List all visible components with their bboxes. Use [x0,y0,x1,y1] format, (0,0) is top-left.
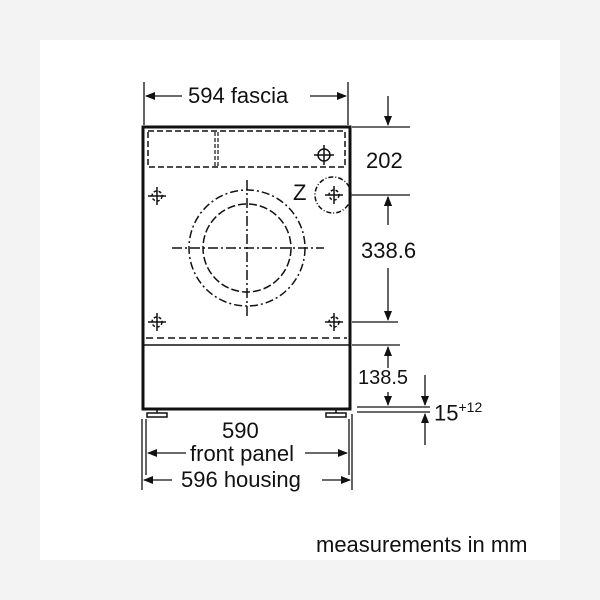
fascia-height-label: 202 [366,148,403,173]
front-panel-label: front panel [190,441,294,466]
hole-bottom-left [148,313,166,331]
drum-outline [172,180,324,316]
feet [146,409,347,418]
hole-top-left [148,187,166,205]
units-note: measurements in mm [316,532,528,557]
hole-fascia [314,145,334,165]
foot-clearance-label: 15+12 [434,400,482,424]
base-height-label: 138.5 [358,367,409,389]
hole-spacing-label: 338.6 [361,238,417,263]
z-detail-label: Z [293,180,307,205]
foot-clearance-value: 15 [434,400,459,426]
housing-width-label: 596 housing [181,467,301,492]
hole-top-right-z [314,176,352,214]
front-panel-value: 590 [222,418,259,443]
hole-bottom-right [325,313,343,331]
foot-clearance-tolerance: +12 [458,399,483,415]
mounting-holes [148,145,352,331]
dimension-lines [141,82,430,490]
fascia-width-label: 594 fascia [188,83,289,108]
appliance-body [141,125,352,411]
